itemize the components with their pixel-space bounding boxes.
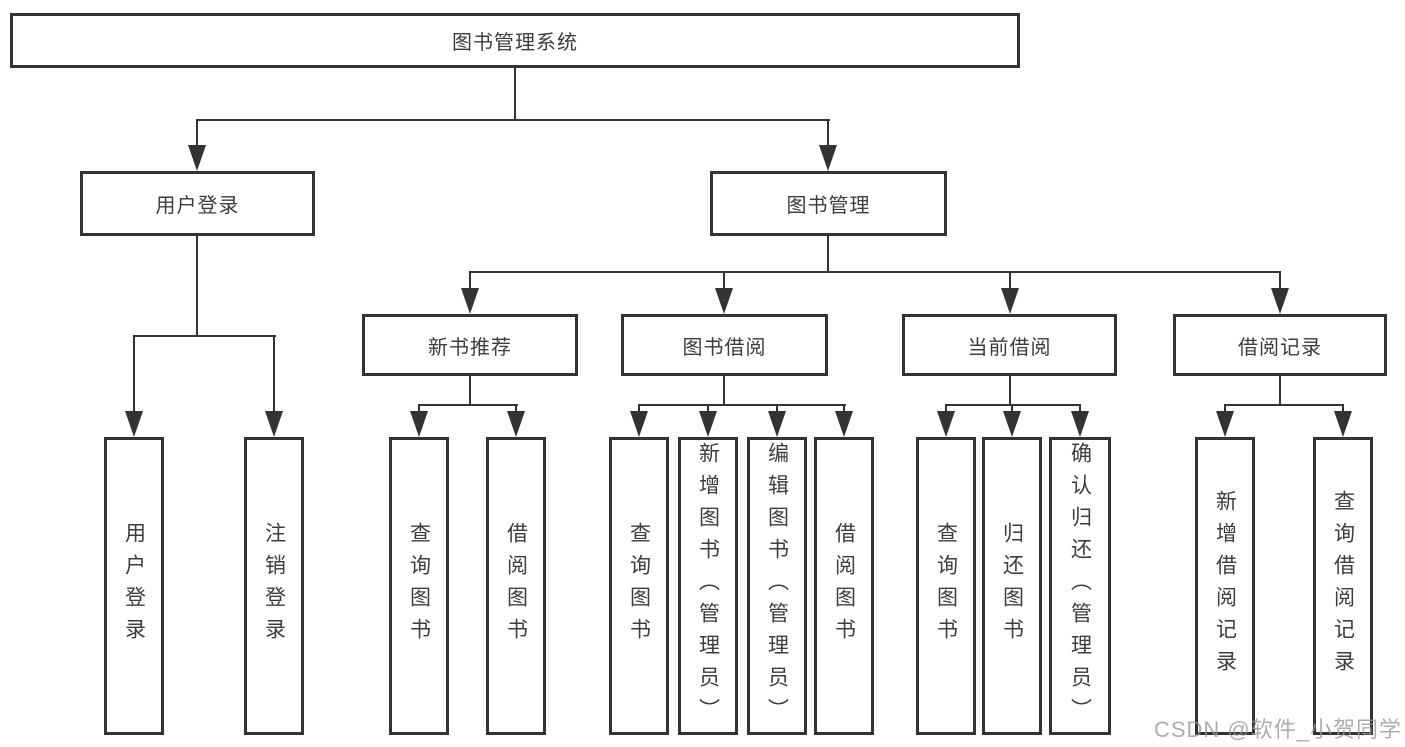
connector-line <box>723 271 725 290</box>
connector-line <box>1079 404 1081 414</box>
connector-line <box>469 271 1281 273</box>
node-label: 查询图书 <box>407 522 431 650</box>
arrowhead-down-icon <box>1071 411 1089 437</box>
node-label: 新增借阅记录 <box>1213 490 1237 682</box>
connector-line <box>1011 404 1013 414</box>
connector-line <box>638 404 846 406</box>
node-label: 确认归还（管理员） <box>1068 442 1092 730</box>
connector-line <box>1279 271 1281 290</box>
arrowhead-down-icon <box>819 145 837 171</box>
connector-line <box>133 335 276 337</box>
connector-line <box>1279 375 1281 406</box>
node-leaf-newbook-borrow-books: 借阅图书 <box>486 437 546 735</box>
node-leaf-user-login: 用户登录 <box>104 437 164 735</box>
arrowhead-down-icon <box>1334 411 1352 437</box>
arrowhead-down-icon <box>1003 411 1021 437</box>
node-label: 归还图书 <box>1000 522 1024 650</box>
node-leaf-return-books: 归还图书 <box>982 437 1042 735</box>
node-leaf-add-book-admin: 新增图书（管理员） <box>678 437 738 735</box>
node-leaf-newbook-query-books: 查询图书 <box>389 437 449 735</box>
node-leaf-query-borrow-record: 查询借阅记录 <box>1313 437 1373 735</box>
arrowhead-down-icon <box>410 411 428 437</box>
node-leaf-confirm-return-admin: 确认归还（管理员） <box>1049 437 1111 735</box>
connector-line <box>515 404 517 414</box>
arrowhead-down-icon <box>835 411 853 437</box>
connector-line <box>469 375 471 406</box>
connector-line <box>827 235 829 273</box>
node-label: 图书管理系统 <box>452 32 578 54</box>
node-leaf-add-borrow-record: 新增借阅记录 <box>1195 437 1255 735</box>
connector-line <box>418 404 518 406</box>
node-leaf-current-query-books: 查询图书 <box>916 437 976 735</box>
connector-line <box>196 119 198 148</box>
node-label: 查询图书 <box>934 522 958 650</box>
node-label: 借阅图书 <box>504 522 528 650</box>
arrowhead-down-icon <box>715 288 733 314</box>
connector-line <box>1009 375 1011 406</box>
connector-line <box>196 119 830 121</box>
arrowhead-down-icon <box>265 411 283 437</box>
node-label: 编辑图书（管理员） <box>765 442 789 730</box>
node-label: 借阅记录 <box>1238 336 1322 359</box>
node-label: 注销登录 <box>262 522 286 650</box>
connector-line <box>638 404 640 414</box>
node-label: 新书推荐 <box>428 336 512 359</box>
connector-line <box>827 119 829 148</box>
node-book-borrowing: 图书借阅 <box>621 314 828 376</box>
arrowhead-down-icon <box>699 411 717 437</box>
node-label: 图书借阅 <box>682 336 767 359</box>
node-leaf-borrowing-query-books: 查询图书 <box>609 437 669 735</box>
node-user-login: 用户登录 <box>80 171 315 236</box>
connector-line <box>1224 404 1226 414</box>
node-label: 查询图书 <box>627 522 651 650</box>
node-new-book-recommendation: 新书推荐 <box>362 314 578 376</box>
node-label: 图书管理 <box>786 195 871 217</box>
connector-line <box>945 404 1081 406</box>
node-label: 查询借阅记录 <box>1331 490 1355 682</box>
connector-line <box>469 271 471 290</box>
connector-line <box>273 335 275 413</box>
node-label: 用户登录 <box>155 195 240 217</box>
connector-line <box>196 235 198 337</box>
connector-line <box>1224 404 1344 406</box>
node-label: 用户登录 <box>122 522 146 650</box>
node-leaf-logout: 注销登录 <box>244 437 304 735</box>
node-current-borrowing: 当前借阅 <box>902 314 1117 376</box>
arrowhead-down-icon <box>125 411 143 437</box>
connector-line <box>514 68 516 121</box>
arrowhead-down-icon <box>507 411 525 437</box>
node-library-management-system: 图书管理系统 <box>10 13 1020 68</box>
arrowhead-down-icon <box>1271 288 1289 314</box>
node-label: 新增图书（管理员） <box>696 442 720 730</box>
connector-line <box>723 375 725 406</box>
connector-line <box>776 404 778 414</box>
node-leaf-edit-book-admin: 编辑图书（管理员） <box>747 437 807 735</box>
arrowhead-down-icon <box>937 411 955 437</box>
node-book-management: 图书管理 <box>710 171 947 236</box>
arrowhead-down-icon <box>461 288 479 314</box>
arrowhead-down-icon <box>768 411 786 437</box>
node-leaf-borrowing-borrow-books: 借阅图书 <box>814 437 874 735</box>
connector-line <box>945 404 947 414</box>
connector-line <box>133 335 135 413</box>
arrowhead-down-icon <box>630 411 648 437</box>
csdn-watermark: CSDN @软件_小贺同学 <box>1153 717 1402 742</box>
connector-line <box>1009 271 1011 290</box>
arrowhead-down-icon <box>1216 411 1234 437</box>
connector-line <box>843 404 845 414</box>
node-borrowing-records: 借阅记录 <box>1173 314 1387 376</box>
arrowhead-down-icon <box>1001 288 1019 314</box>
node-label: 当前借阅 <box>967 336 1052 359</box>
connector-line <box>707 404 709 414</box>
connector-line <box>1342 404 1344 414</box>
arrowhead-down-icon <box>188 145 206 171</box>
connector-line <box>418 404 420 414</box>
node-label: 借阅图书 <box>832 522 856 650</box>
